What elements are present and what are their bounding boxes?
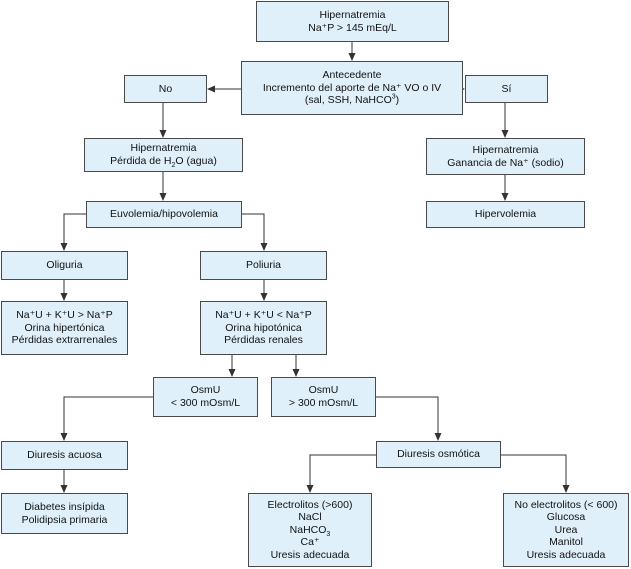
node-poliuria-detalle: Na⁺U + K⁺U < Na⁺P Orina hipotónica Pérdi…: [200, 301, 327, 355]
node-hipervolemia: Hipervolemia: [426, 201, 585, 228]
edge-osmotica-electrolitos: [306, 454, 376, 493]
node-hipernatremia-agua: Hipernatremia Pérdida de H2O (agua): [84, 138, 243, 172]
edge-osmbaja-acuosa: [60, 396, 153, 441]
node-diuresis-acuosa: Diuresis acuosa: [1, 441, 128, 470]
node-no-electrolitos: No electrolitos (< 600) Glucosa Urea Man…: [503, 493, 629, 567]
node-no: No: [124, 75, 207, 103]
node-antecedente: Antecedente Incremento del aporte de Na⁺…: [241, 61, 463, 115]
node-osmu-alta: OsmU > 300 mOsm/L: [271, 377, 376, 417]
node-oliguria-detalle: Na⁺U + K⁺U > Na⁺P Orina hipertónica Pérd…: [1, 301, 128, 355]
node-poliuria: Poliuria: [200, 251, 327, 280]
node-oliguria: Oliguria: [1, 251, 128, 280]
node-si: Sí: [465, 75, 548, 103]
edge-osmalta-osmotica: [376, 396, 442, 441]
node-hipernatremia-sodio: Hipernatremia Ganancia de Na⁺ (sodio): [426, 138, 585, 175]
node-electrolitos: Electrolitos (>600) NaCl NaHCO3 Ca⁺ Ures…: [248, 493, 372, 567]
node-euvolemia-hipovolemia: Euvolemia/hipovolemia: [86, 201, 242, 228]
edge-euvolemia-poliuria: [242, 213, 268, 251]
node-hipernatremia-root: Hipernatremia Na⁺P > 145 mEq/L: [256, 1, 449, 42]
node-osmu-baja: OsmU < 300 mOsm/L: [153, 377, 258, 417]
edge-osmotica-noelectrolitos: [501, 454, 570, 493]
edge-euvolemia-oliguria: [60, 213, 86, 251]
node-diabetes-insipida: Diabetes insípida Polidipsia primaria: [1, 493, 128, 534]
node-diuresis-osmotica: Diuresis osmótica: [376, 441, 501, 468]
